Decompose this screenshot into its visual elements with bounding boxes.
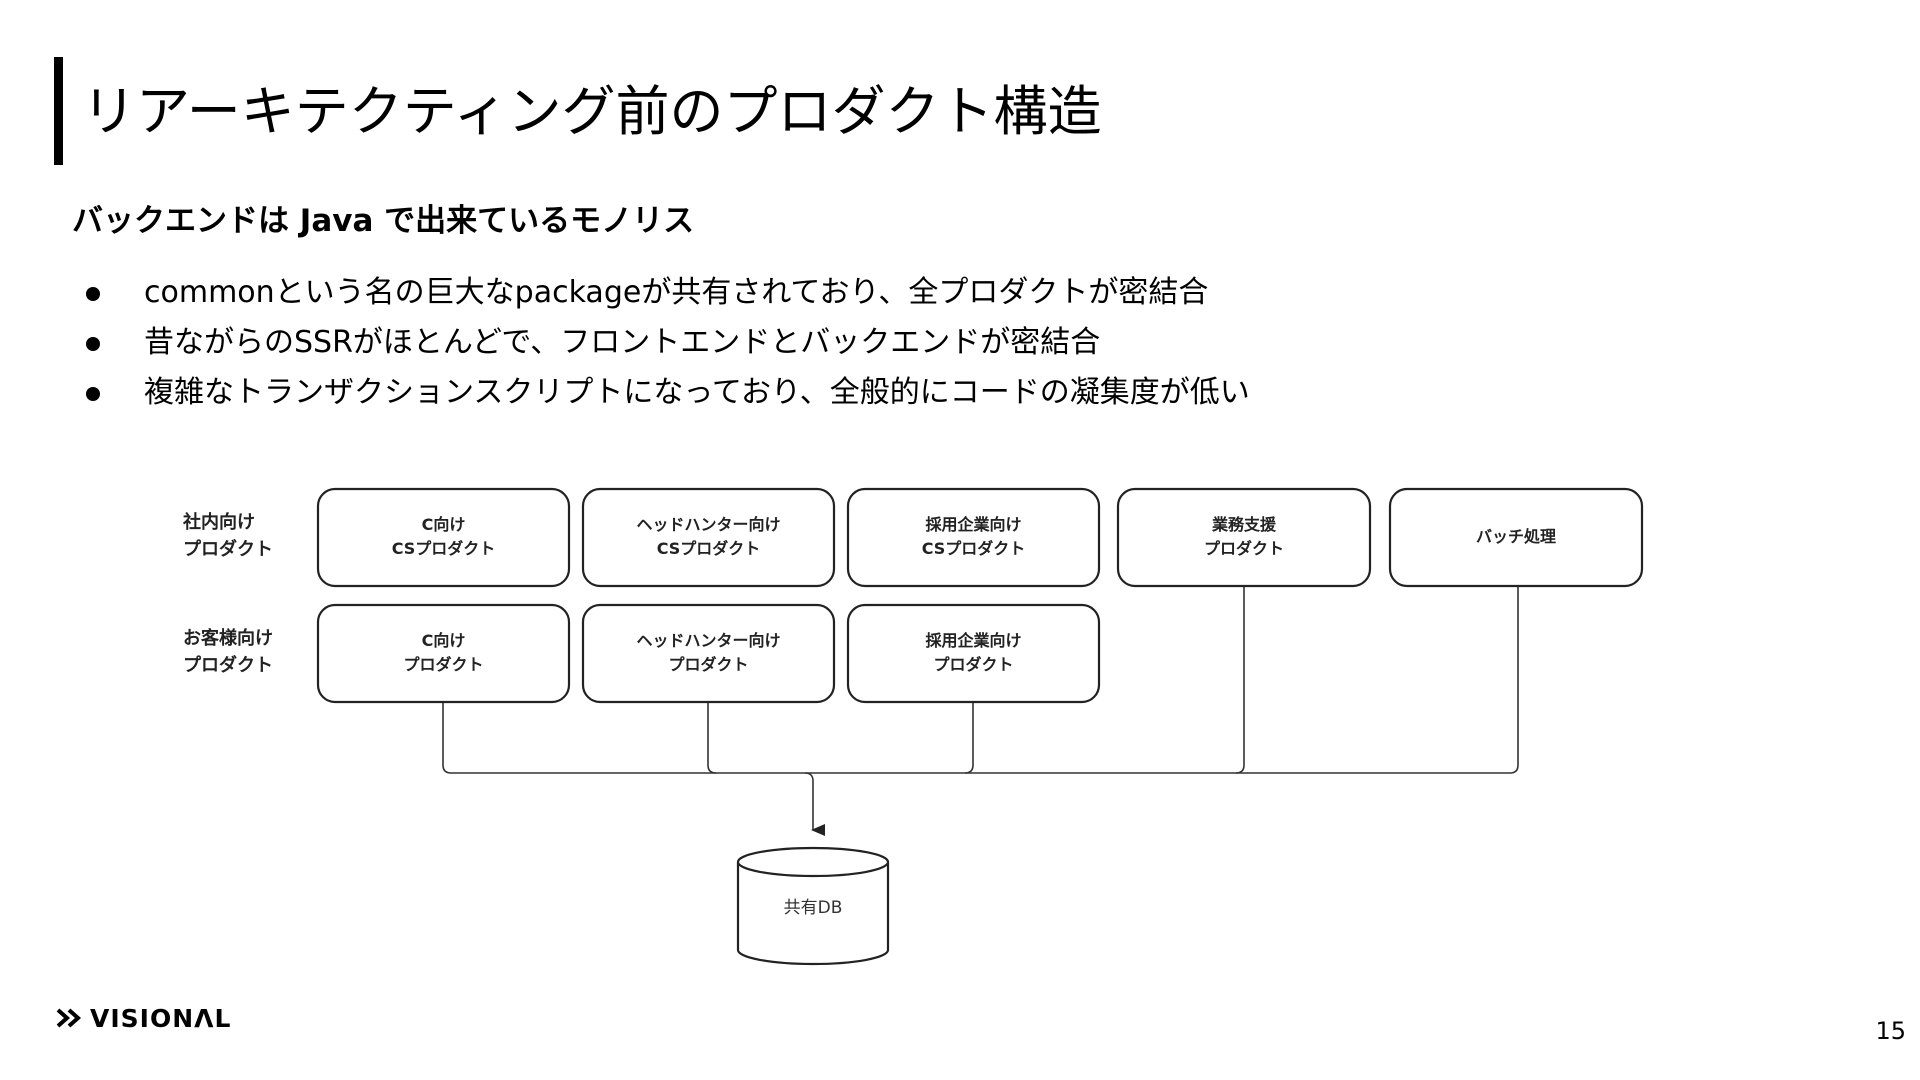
connector-lines	[442, 587, 1519, 836]
connector-line	[804, 772, 825, 836]
bullet-text: 複雑なトランザクションスクリプトになっており、全般的にコードの凝集度が低い	[144, 375, 1250, 410]
bullet-item: 昔ながらのSSRがほとんどで、フロントエンドとバックエンドが密結合	[82, 318, 1250, 368]
row-label-line: プロダクト	[183, 538, 273, 560]
box-c-product: C向け プロダクト	[316, 603, 571, 704]
slide-subtitle: バックエンドは Java で出来ているモノリス	[72, 203, 695, 239]
svg-text:プロダクト: プロダクト	[403, 655, 483, 674]
svg-text:プロダクト: プロダクト	[668, 655, 748, 674]
box-employer-cs-product: 採用企業向け CSプロダクト	[846, 487, 1101, 588]
bullet-text: 昔ながらのSSRがほとんどで、フロントエンドとバックエンドが密結合	[144, 325, 1101, 360]
box-headhunter-product: ヘッドハンター向け プロダクト	[581, 603, 836, 704]
svg-text:ヘッドハンター向け: ヘッドハンター向け	[636, 515, 780, 534]
row-label-line: 社内向け	[183, 511, 255, 533]
box-business-support-product: 業務支援 プロダクト	[1116, 487, 1372, 588]
svg-text:ヘッドハンター向け: ヘッドハンター向け	[636, 631, 780, 650]
svg-text:C向け: C向け	[422, 515, 466, 534]
connector-line	[707, 703, 717, 774]
svg-text:採用企業向け: 採用企業向け	[925, 515, 1021, 534]
connector-line	[1235, 587, 1245, 774]
row-label-line: お客様向け	[183, 627, 273, 649]
svg-text:業務支援: 業務支援	[1211, 515, 1277, 534]
svg-text:プロダクト: プロダクト	[1204, 539, 1284, 558]
row-label-line: プロダクト	[183, 654, 273, 676]
visional-logo: VISIONΛL	[56, 1003, 231, 1033]
bullet-list: commonという名の巨大なpackageが共有されており、全プロダクトが密結合…	[82, 268, 1250, 418]
bullet-item: commonという名の巨大なpackageが共有されており、全プロダクトが密結合	[82, 268, 1250, 318]
svg-text:社内向け: 社内向け	[183, 511, 255, 533]
svg-text:バッチ処理: バッチ処理	[1476, 527, 1556, 546]
page-number: 15	[1875, 1017, 1906, 1045]
connector-line	[964, 703, 974, 774]
svg-text:プロダクト: プロダクト	[183, 654, 273, 676]
svg-text:採用企業向け: 採用企業向け	[925, 631, 1021, 650]
svg-text:CSプロダクト: CSプロダクト	[922, 539, 1026, 558]
row-label-internal: 社内向け プロダクト	[183, 511, 273, 560]
row-label-customer: お客様向け プロダクト	[183, 627, 273, 676]
connector-line	[442, 587, 1519, 774]
box-batch-processing: バッチ処理	[1388, 487, 1644, 588]
double-chevron-icon	[56, 1008, 82, 1028]
svg-text:C向け: C向け	[422, 631, 466, 650]
svg-text:お客様向け: お客様向け	[183, 627, 273, 649]
bullet-dot-icon	[86, 337, 100, 351]
bullet-item: 複雑なトランザクションスクリプトになっており、全般的にコードの凝集度が低い	[82, 368, 1250, 418]
box-employer-product: 採用企業向け プロダクト	[846, 603, 1101, 704]
shared-db-label: 共有DB	[784, 898, 843, 918]
svg-text:CSプロダクト: CSプロダクト	[657, 539, 761, 558]
box-headhunter-cs-product: ヘッドハンター向け CSプロダクト	[581, 487, 836, 588]
title-accent-bar	[54, 57, 63, 165]
bullet-dot-icon	[86, 287, 100, 301]
svg-text:プロダクト: プロダクト	[183, 538, 273, 560]
slide-title: リアーキテクティング前のプロダクト構造	[82, 80, 1102, 143]
logo-text: VISIONΛL	[90, 1003, 232, 1033]
svg-text:プロダクト: プロダクト	[933, 655, 1013, 674]
bullet-dot-icon	[86, 387, 100, 401]
svg-text:CSプロダクト: CSプロダクト	[392, 539, 496, 558]
bullet-text: commonという名の巨大なpackageが共有されており、全プロダクトが密結合	[144, 275, 1209, 310]
box-c-cs-product: C向け CSプロダクト	[316, 487, 571, 588]
shared-db-cylinder: 共有DB	[736, 846, 890, 966]
